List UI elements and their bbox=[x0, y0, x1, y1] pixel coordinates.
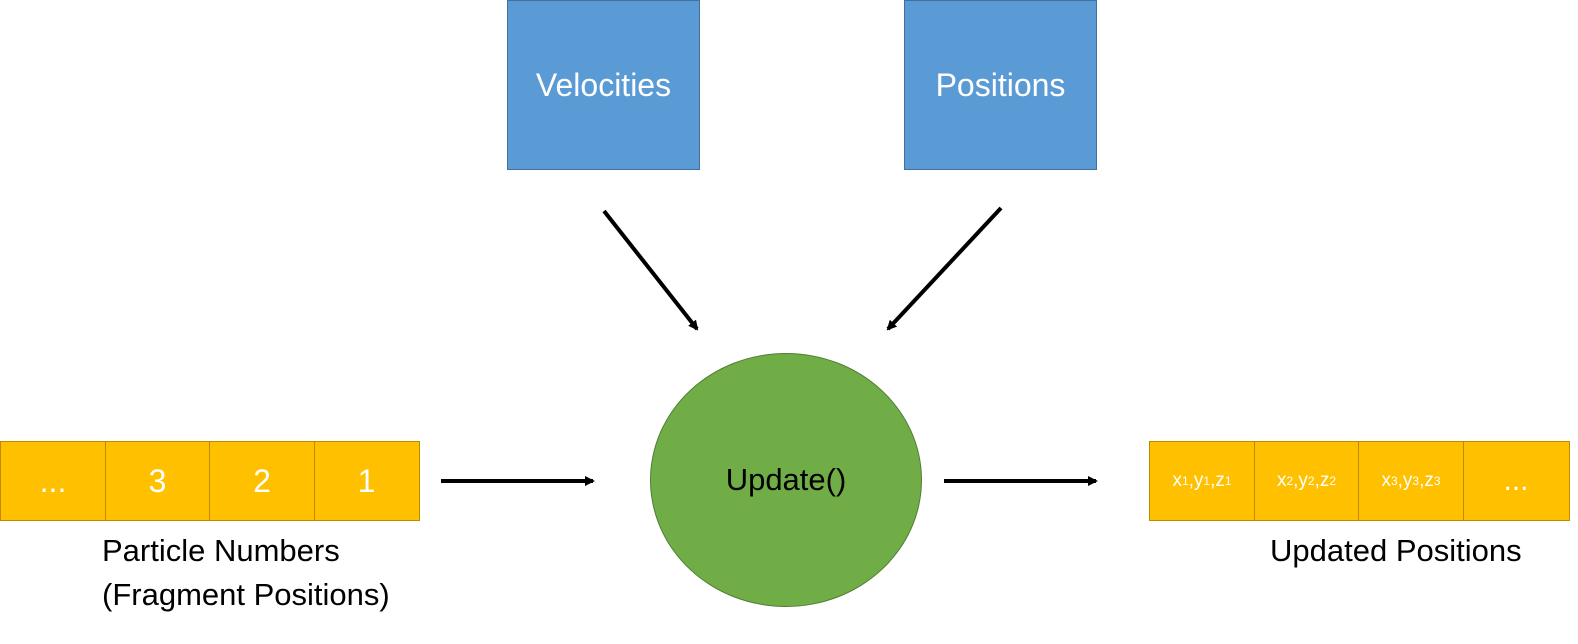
coord-sep: , bbox=[1293, 470, 1299, 491]
velocities-to-update-arrow bbox=[602, 209, 699, 331]
particle-cell: 3 bbox=[104, 441, 211, 521]
coord-x: x bbox=[1381, 470, 1391, 491]
position-cell-ellipsis: ... bbox=[1462, 441, 1570, 521]
coord-sep: , bbox=[1188, 470, 1194, 491]
velocities-label: Velocities bbox=[535, 66, 672, 103]
coord-sep: , bbox=[1210, 470, 1216, 491]
positions-label: Positions bbox=[935, 66, 1066, 103]
coord-sep: , bbox=[1397, 470, 1403, 491]
particle-numbers-array: ... 3 2 1 bbox=[0, 441, 420, 521]
particle-cell: 1 bbox=[313, 441, 420, 521]
particle-cell: ... bbox=[0, 441, 106, 521]
particle-cell-label: 3 bbox=[148, 462, 167, 499]
coord-y: y bbox=[1193, 470, 1204, 491]
coord-y: y bbox=[1298, 470, 1308, 491]
coord-y: y bbox=[1402, 470, 1413, 491]
particle-caption-line2: (Fragment Positions) bbox=[102, 577, 390, 612]
particle-caption-line1: Particle Numbers bbox=[102, 533, 340, 568]
velocities-box: Velocities bbox=[507, 0, 700, 170]
positions-to-update-arrow bbox=[886, 206, 1003, 331]
updated-positions-caption-text: Updated Positions bbox=[1270, 533, 1522, 568]
coord-z: z bbox=[1215, 470, 1225, 491]
update-label: Update() bbox=[725, 462, 847, 497]
particle-numbers-caption: Particle Numbers (Fragment Positions) bbox=[102, 529, 390, 617]
coord-sep: , bbox=[1419, 470, 1425, 491]
update-process-node: Update() bbox=[650, 353, 922, 607]
positions-box: Positions bbox=[904, 0, 1097, 170]
coord-z: z bbox=[1424, 470, 1434, 491]
ellipsis-label: ... bbox=[1503, 464, 1529, 497]
particle-cell-label: 2 bbox=[253, 462, 271, 499]
particle-cell-label: ... bbox=[39, 462, 67, 499]
coord-sep: , bbox=[1314, 470, 1320, 491]
coord-x: x bbox=[1276, 470, 1287, 491]
updated-positions-caption: Updated Positions bbox=[1270, 529, 1522, 573]
coord-x: x bbox=[1172, 470, 1182, 491]
particle-cell-label: 1 bbox=[357, 462, 376, 499]
particle-cell: 2 bbox=[209, 441, 315, 521]
coord-z: z bbox=[1319, 470, 1330, 491]
